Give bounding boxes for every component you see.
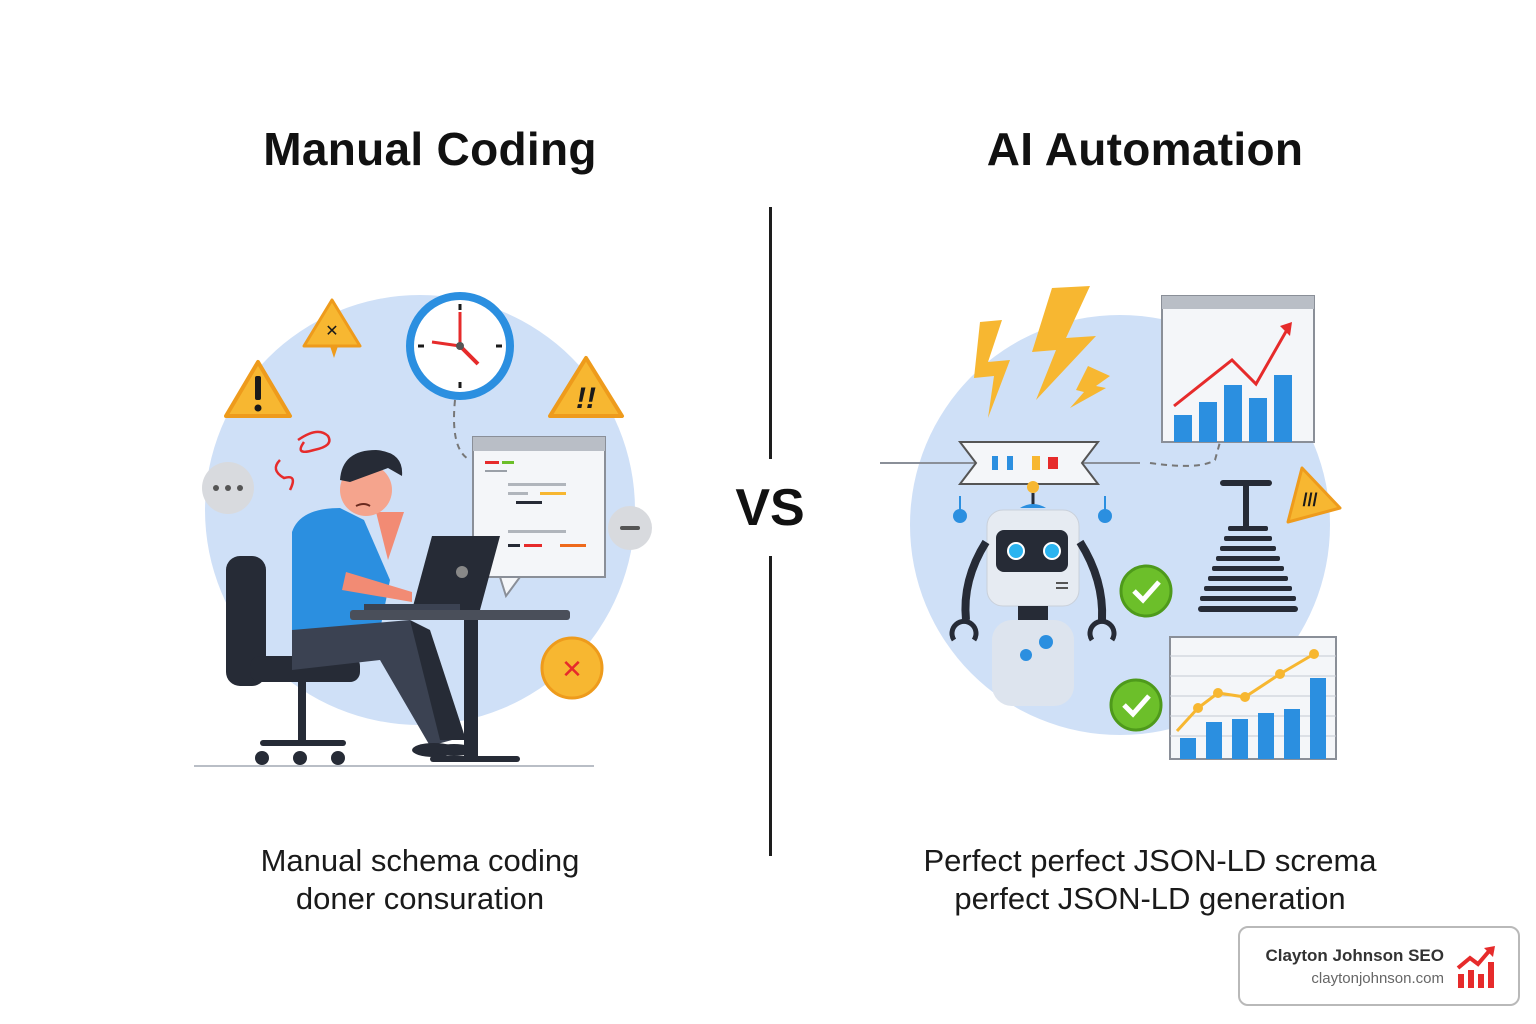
caption-line-2: perfect JSON-LD generation [954, 881, 1346, 916]
data-pipeline [880, 441, 1221, 485]
desk [350, 610, 570, 762]
error-coin-icon: ✕ [540, 636, 604, 700]
laptop-icon [364, 536, 500, 610]
ai-automation-caption: Perfect perfect JSON-LD screma perfect J… [880, 842, 1420, 918]
warning-triangle-icon [224, 360, 292, 418]
robot-icon [949, 481, 1117, 706]
lightning-bolt-icon [974, 286, 1110, 418]
ai-automation-illustration: /// [870, 280, 1350, 770]
check-circle-icon [1109, 678, 1163, 732]
manual-coding-title: Manual Coding [263, 123, 597, 175]
ai-automation-title: AI Automation [986, 123, 1304, 175]
stacked-tower-icon [1198, 480, 1298, 612]
frustrated-developer [292, 450, 474, 757]
warning-angry-icon: ✕ [302, 298, 362, 358]
chat-bubble-icon [608, 506, 652, 550]
caption-line-1: Manual schema coding [260, 843, 580, 878]
code-window-icon [472, 436, 606, 599]
svg-text:!!: !! [576, 382, 596, 415]
chat-bubble-icon [202, 462, 254, 514]
clock-icon [406, 292, 514, 400]
warning-double-exclamation-icon: !! [548, 356, 624, 418]
manual-coding-illustration: ✕ !! [180, 280, 680, 780]
check-circle-icon [1119, 564, 1173, 618]
divider-top [769, 207, 772, 459]
brand-name: Clayton Johnson SEO [1265, 946, 1444, 965]
growth-chart-icon [1456, 946, 1495, 988]
branding-badge[interactable]: Clayton Johnson SEO claytonjohnson.com [1238, 926, 1520, 1006]
line-bar-chart-icon [1169, 636, 1337, 760]
manual-coding-caption: Manual schema coding doner consuration [200, 842, 640, 918]
caption-line-2: doner consuration [295, 881, 545, 916]
divider-bottom [769, 556, 772, 856]
vs-label: VS [735, 479, 805, 537]
warning-icon: /// [1286, 466, 1342, 524]
svg-text:✕: ✕ [325, 323, 338, 340]
bar-chart-window-icon [1161, 295, 1315, 443]
svg-text:✕: ✕ [561, 654, 583, 684]
svg-text:///: /// [1302, 490, 1317, 510]
brand-url[interactable]: claytonjohnson.com [1311, 970, 1444, 987]
caption-line-1: Perfect perfect JSON-LD screma [923, 843, 1377, 878]
stress-scribble-icon [274, 430, 331, 491]
